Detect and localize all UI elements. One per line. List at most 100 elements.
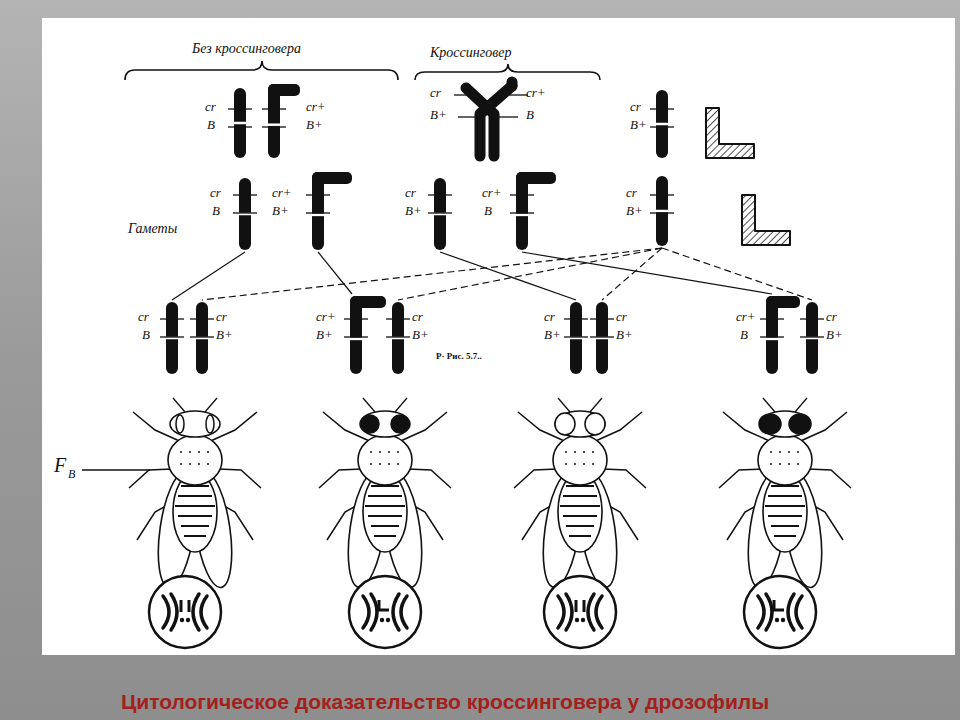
fly-head — [555, 411, 605, 437]
chromosome — [656, 90, 668, 158]
metaphase-chromosome — [766, 594, 772, 630]
cross-line — [522, 252, 772, 294]
locus-tick — [306, 212, 330, 213]
cross-line-dashed — [202, 248, 662, 300]
fly-stripe — [569, 535, 591, 537]
cross-line — [318, 252, 352, 294]
gene-label: cr — [630, 100, 641, 113]
fly-bristle — [574, 451, 576, 453]
fly-stripe — [774, 535, 796, 537]
fly-bristle — [198, 463, 200, 465]
locus-tick — [650, 212, 674, 213]
cross-line — [172, 252, 245, 300]
chromosome — [570, 302, 582, 374]
generation-subscript: B — [68, 468, 75, 480]
locus-tick — [233, 212, 257, 213]
gene-label: B+ — [430, 108, 447, 121]
y-chromosome-small — [774, 600, 784, 610]
chromosome — [239, 178, 251, 250]
centromere — [655, 123, 669, 126]
locus-tick — [160, 336, 184, 337]
x-chromosome-small — [188, 600, 191, 612]
x-chromosome-arm — [766, 296, 800, 308]
fly-bristle — [207, 451, 209, 453]
fly-bristle — [379, 463, 381, 465]
gene-label: cr — [138, 310, 149, 323]
fly-antenna — [395, 398, 407, 412]
karyotype-circle — [744, 576, 816, 648]
fly-bristle — [592, 451, 594, 453]
gene-label: cr+ — [316, 310, 336, 323]
gene-label: cr — [210, 186, 221, 199]
locus-tick — [190, 336, 214, 337]
chromosome — [166, 302, 178, 374]
fly-antenna — [205, 398, 217, 412]
fly-eye — [361, 415, 379, 433]
locus-tick — [344, 336, 368, 337]
locus-tick — [800, 318, 824, 319]
fly-stripe — [765, 505, 805, 507]
fly-stripe — [175, 505, 215, 507]
centromere — [349, 338, 363, 341]
metaphase-chromosome — [796, 596, 802, 628]
fly-stripe — [365, 505, 405, 507]
fly-bristle — [770, 463, 772, 465]
fly-stripe — [181, 525, 209, 527]
fb-line — [82, 469, 150, 471]
fly-bristle — [388, 463, 390, 465]
locus-tick — [160, 318, 184, 319]
metaphase-chromosome — [371, 594, 377, 630]
fly-eye — [789, 414, 811, 434]
locus-tick — [650, 194, 674, 195]
x-chromosome-small — [180, 600, 183, 612]
fly-bristle — [788, 463, 790, 465]
fly-bristle — [565, 463, 567, 465]
locus-tick — [344, 318, 368, 319]
fly-eye — [759, 414, 781, 434]
locus-tick — [228, 108, 252, 109]
fly-bristle — [592, 463, 594, 465]
fly-antenna — [363, 398, 375, 412]
gene-label: cr — [544, 310, 555, 323]
gene-label: B+ — [306, 118, 323, 131]
fly-bristle — [583, 463, 585, 465]
locus-tick — [650, 108, 674, 109]
gene-label: B — [484, 204, 492, 217]
fly-bristle — [565, 451, 567, 453]
chromosome — [196, 302, 208, 374]
locus-tick — [228, 126, 252, 127]
brace — [415, 64, 600, 80]
fly-eye — [391, 415, 409, 433]
gene-label: B+ — [405, 204, 422, 217]
brace — [125, 61, 398, 80]
fly-stripe — [566, 525, 594, 527]
fly-head — [360, 411, 410, 437]
chromosome — [434, 178, 446, 250]
fly-stripe — [184, 535, 206, 537]
locus-tick — [510, 212, 534, 213]
fly-bristle — [797, 451, 799, 453]
cross-line — [440, 252, 576, 300]
generation-symbol: F — [54, 455, 66, 475]
locus-tick — [510, 194, 534, 195]
metaphase-chromosome — [758, 596, 764, 628]
fly-stripe — [368, 515, 402, 517]
gene-label: cr — [216, 310, 227, 323]
cross-line-dashed — [602, 248, 662, 300]
dot-chromosome — [180, 618, 184, 622]
locus-tick — [428, 212, 452, 213]
fly-bristle — [379, 451, 381, 453]
chromosome — [596, 302, 608, 374]
gene-label: B — [740, 328, 748, 341]
fly-antenna — [590, 398, 602, 412]
dot-chromosome — [581, 618, 585, 622]
cross-line-dashed — [398, 248, 662, 300]
locus-tick — [458, 116, 482, 117]
fly-bristle — [198, 451, 200, 453]
metaphase-chromosome — [171, 594, 177, 630]
metaphase-chromosome — [596, 596, 602, 628]
fly-bristle — [574, 463, 576, 465]
gene-label: B+ — [412, 328, 429, 341]
fly-bristle — [788, 451, 790, 453]
caption: Цитологическое доказательство кроссингов… — [0, 690, 890, 714]
